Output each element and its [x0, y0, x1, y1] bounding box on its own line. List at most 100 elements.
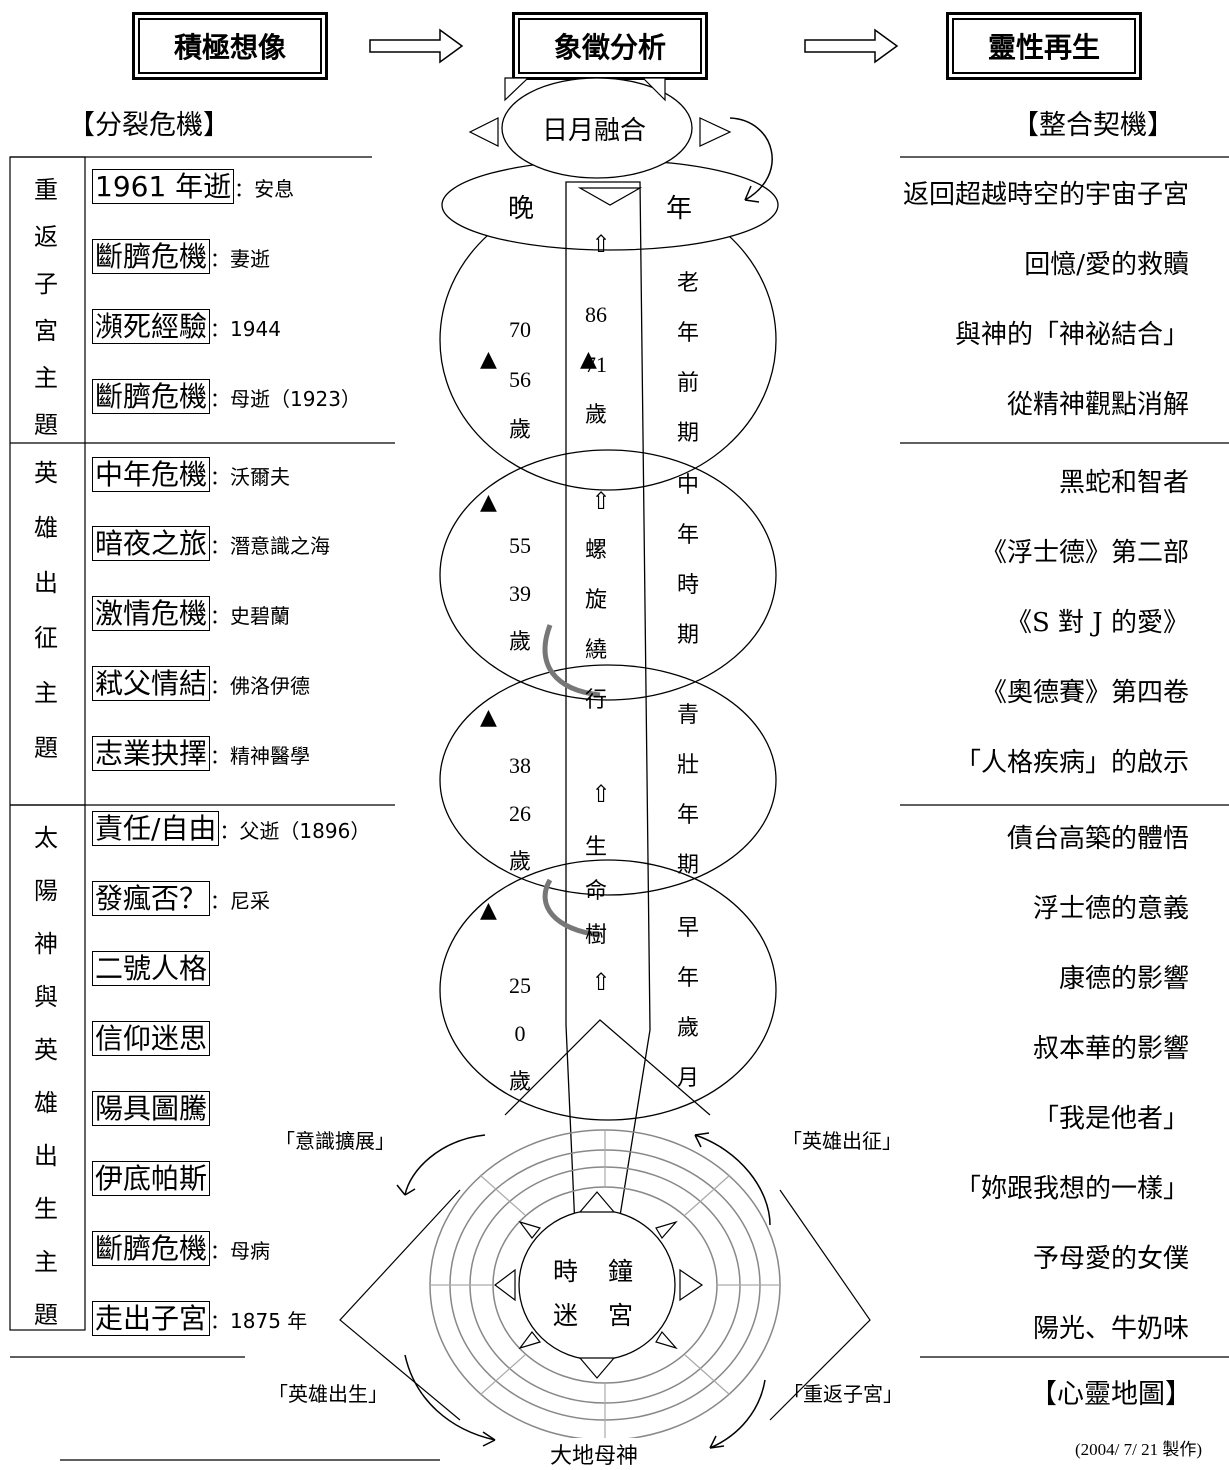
column-title-hero-birth: 太陽神與英雄出生主題 — [26, 820, 66, 1350]
left-item: 走出子宮：1875 年 — [92, 1301, 308, 1338]
earth-mother-label: 大地母神 — [550, 1438, 639, 1470]
left-item-detail: ：尼采 — [210, 889, 271, 913]
clock-label-line2: 迷宮 — [553, 1303, 664, 1330]
right-item: 「人格疾病」的啟示 — [954, 748, 1189, 778]
right-item: 「妳跟我想的一樣」 — [954, 1174, 1189, 1204]
mid-age-name-char: 期 — [676, 622, 699, 647]
old-age-name-char: 前 — [676, 370, 699, 395]
header-arrows — [369, 28, 899, 64]
mid-age-name: 中年時期 — [668, 460, 708, 660]
left-item-crisis: 弒父情結 — [92, 666, 211, 701]
right-item: 叔本華的影響 — [1032, 1034, 1189, 1064]
old-age-range-char: 歲 — [508, 417, 531, 442]
right-section-title: 【整合契機】 — [1012, 110, 1174, 140]
phase-hero-departure: 「英雄出征」 — [782, 1129, 902, 1153]
up-arrow-icon: ⇧ — [591, 487, 612, 515]
mid-age-range-char: 39 — [509, 581, 531, 606]
young-age-range-char: 歲 — [508, 849, 531, 874]
left-item: 陽具圖騰 — [92, 1091, 211, 1127]
column-char: 與 — [34, 983, 58, 1011]
mid-age-range-char: 55 — [509, 533, 531, 558]
young-age-name-char: 期 — [676, 852, 699, 877]
young-age-name-char: 年 — [676, 802, 699, 827]
left-item: 激情危機：史碧蘭 — [92, 596, 290, 633]
column-char: 神 — [34, 930, 58, 958]
left-item-crisis: 信仰迷思 — [92, 1021, 211, 1056]
column-char: 生 — [34, 1195, 58, 1223]
column-title-return-womb: 重返子宮主題 — [26, 172, 66, 454]
clock-label-line1: 時鐘 — [553, 1259, 664, 1286]
left-item-detail: ：父逝（1896） — [219, 819, 371, 843]
column-char: 題 — [34, 734, 58, 762]
old-age-mid: 86 71 歲 — [576, 290, 616, 440]
old-age-mid-char: 86 — [585, 302, 607, 327]
column-char: 題 — [34, 1301, 58, 1329]
up-triangle-icon: ▲ — [480, 490, 497, 515]
left-item-detail: ：母逝（1923） — [210, 387, 361, 411]
early-age-name: 早年歲月 — [668, 903, 708, 1103]
early-age-name-char: 早 — [676, 915, 699, 940]
left-item-detail: ：母病 — [210, 1239, 271, 1263]
column-char: 主 — [34, 679, 58, 707]
left-item: 志業抉擇：精神醫學 — [92, 736, 311, 773]
spiral-text: 螺旋繞行 — [576, 525, 616, 725]
right-item: 黑蛇和智者 — [1058, 468, 1189, 498]
column-char: 太 — [34, 824, 58, 852]
old-age-mid-char: 歲 — [584, 402, 607, 427]
late-left-label: 晚 — [508, 194, 535, 223]
column-title-hero-departure: 英雄出征主題 — [26, 455, 66, 785]
right-item: 債台高築的體悟 — [1006, 824, 1189, 854]
old-age-name: 老年前期 — [668, 258, 708, 458]
left-item: 斷臍危機：妻逝 — [92, 239, 270, 276]
up-arrow-icon: ⇧ — [591, 230, 612, 258]
right-item: 從精神觀點消解 — [1006, 390, 1189, 420]
sun-moon-fusion-label: 日月融合 — [542, 116, 647, 145]
left-item-detail: ：精神醫學 — [210, 744, 311, 768]
left-item-detail: ：潛意識之海 — [210, 534, 331, 558]
date-note: (2004/ 7/ 21 製作) — [1075, 1440, 1203, 1459]
left-item-detail: ：沃爾夫 — [210, 465, 291, 489]
old-age-name-char: 期 — [676, 420, 699, 445]
young-age-name: 青壯年期 — [668, 690, 708, 890]
mid-age-name-char: 年 — [676, 522, 699, 547]
mid-age-name-char: 中 — [676, 472, 699, 497]
mid-age-range-char: 歲 — [508, 629, 531, 654]
left-item-detail: ：1875 年 — [210, 1309, 308, 1333]
left-item-crisis: 伊底帕斯 — [92, 1161, 211, 1196]
right-item: 《浮士德》第二部 — [980, 538, 1189, 568]
up-triangle-icon: ▲ — [580, 347, 597, 372]
column-char: 重 — [34, 176, 58, 204]
left-item: 弒父情結：佛洛伊德 — [92, 666, 310, 703]
right-item: 予母愛的女僕 — [1032, 1244, 1189, 1274]
left-item: 責任/自由：父逝（1896） — [92, 811, 371, 848]
header-active-imagination: 積極想像 — [132, 12, 328, 80]
old-age-mid-char: 71 — [585, 352, 607, 377]
header-spiritual-rebirth: 靈性再生 — [946, 12, 1142, 80]
column-char: 題 — [34, 411, 58, 439]
left-item-crisis: 斷臍危機 — [92, 379, 211, 414]
early-age-name-char: 年 — [676, 965, 699, 990]
left-section-title: 【分裂危機】 — [68, 110, 230, 140]
mid-age-range: 55 39 歲 — [500, 522, 540, 666]
young-age-name-char: 壯 — [676, 752, 699, 777]
young-age-name-char: 青 — [676, 702, 699, 727]
left-item-detail: ：安息 — [234, 177, 295, 201]
phase-return-womb: 「重返子宮」 — [783, 1382, 903, 1406]
old-age-range-char: 56 — [509, 367, 531, 392]
left-item: 中年危機：沃爾夫 — [92, 457, 291, 494]
left-item-crisis: 激情危機 — [92, 596, 211, 631]
left-item-crisis: 1961 年逝 — [92, 169, 235, 204]
left-item: 1961 年逝：安息 — [92, 169, 295, 206]
early-age-range-char: 0 — [514, 1021, 526, 1046]
up-triangle-icon: ▲ — [480, 347, 497, 372]
right-item: 康德的影響 — [1058, 964, 1189, 994]
column-char: 出 — [34, 569, 58, 597]
left-item: 信仰迷思 — [92, 1021, 211, 1057]
left-item: 伊底帕斯 — [92, 1161, 211, 1197]
early-age-range-char: 歲 — [508, 1069, 531, 1094]
left-item: 二號人格 — [92, 951, 211, 987]
tree-of-life-text-char: 生 — [584, 834, 607, 859]
